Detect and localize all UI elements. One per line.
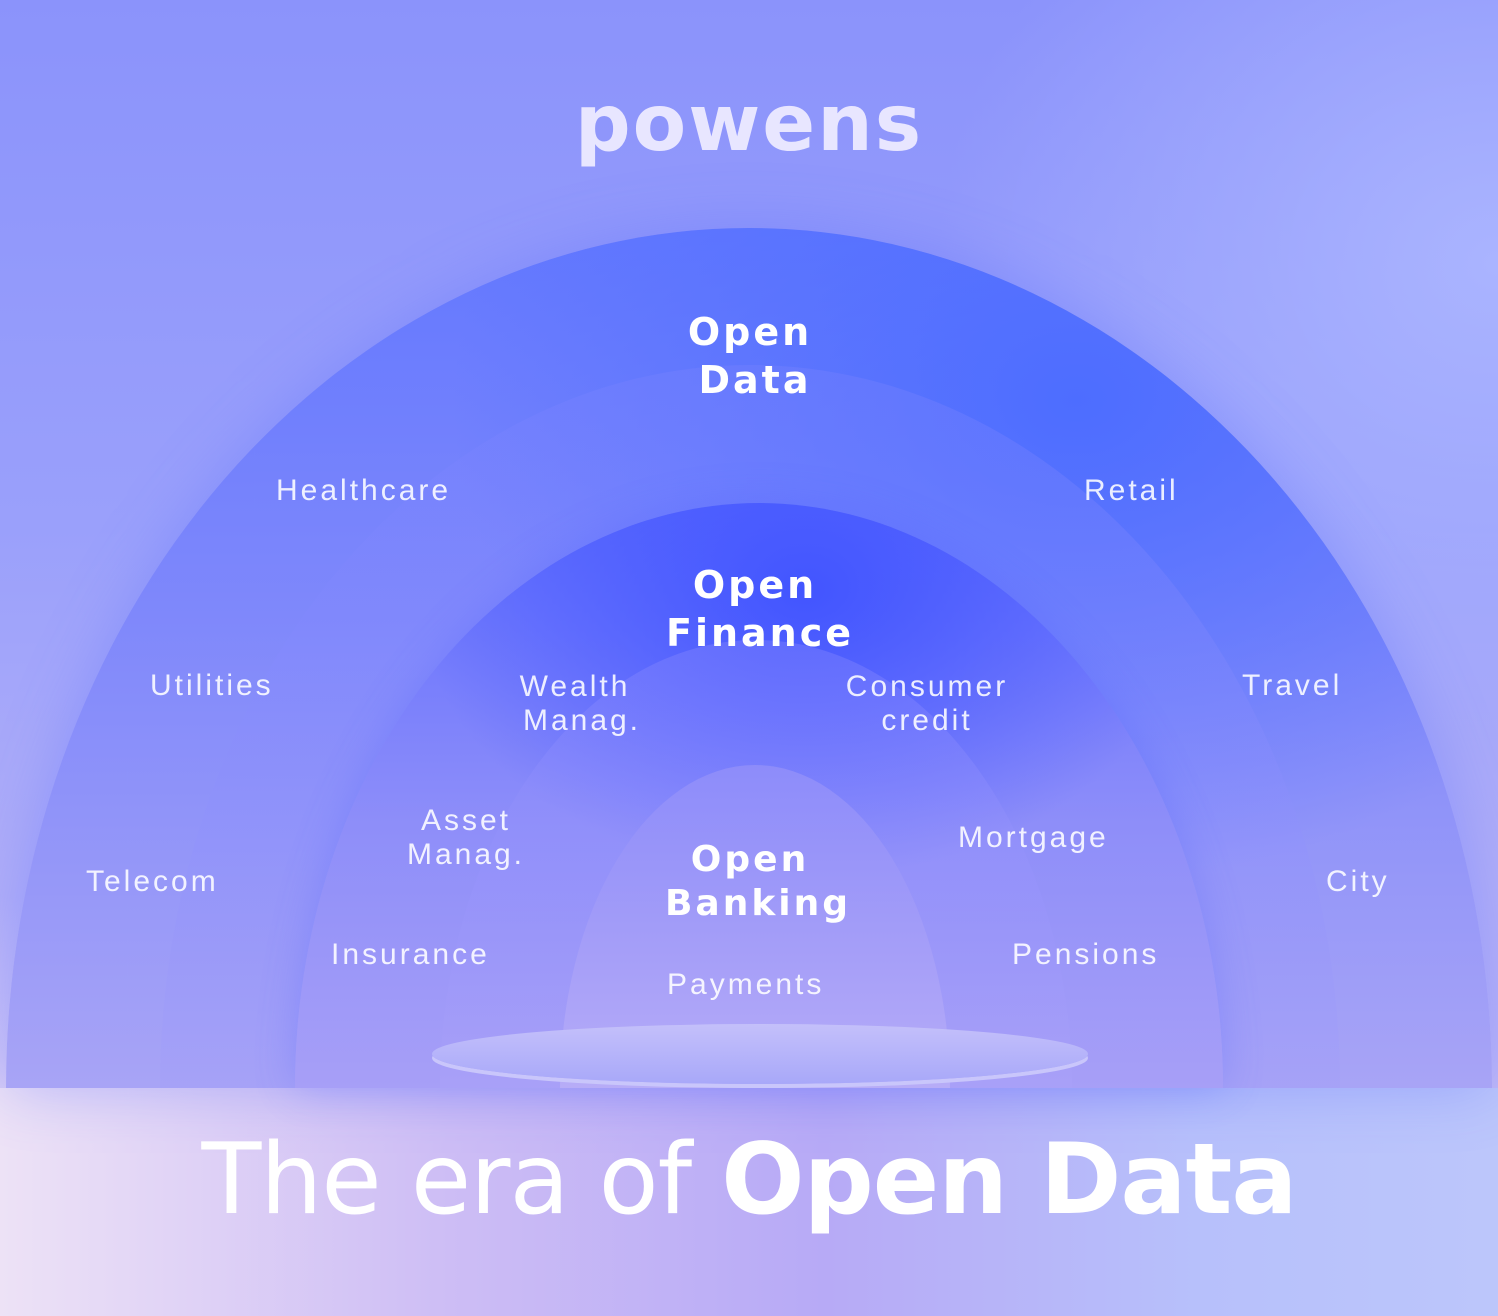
sector-city: City — [1326, 865, 1390, 898]
floor — [0, 1088, 1498, 1316]
sector-asset-line2: Manag. — [406, 838, 526, 871]
tagline-light: The era of — [201, 1123, 722, 1237]
sector-asset-line1: Asset — [420, 804, 512, 837]
sector-consumer-credit: Consumer credit — [832, 670, 1022, 738]
sector-healthcare: Healthcare — [276, 474, 452, 507]
sector-travel: Travel — [1242, 669, 1343, 702]
sector-asset-management: Asset Manag. — [396, 804, 536, 872]
tagline: The era of Open Data — [0, 1120, 1498, 1240]
tagline-bold: Open Data — [721, 1123, 1297, 1237]
podium-top — [432, 1024, 1088, 1084]
sector-insurance: Insurance — [331, 938, 490, 971]
sector-wealth-management: Wealth Manag. — [512, 670, 652, 738]
open-data-heading-line1: Open — [687, 310, 813, 354]
sector-payments: Payments — [667, 968, 825, 1001]
sector-utilities: Utilities — [150, 669, 274, 702]
open-banking-heading-line2: Banking — [664, 883, 852, 924]
powens-logo: powens — [0, 79, 1498, 178]
podium — [432, 1024, 1088, 1180]
open-banking-heading: Open Banking — [648, 838, 868, 926]
open-banking-heading-line1: Open — [690, 839, 810, 880]
sector-telecom: Telecom — [86, 865, 219, 898]
powens-logo-icon: powens — [575, 79, 923, 169]
sector-wealth-line2: Manag. — [522, 704, 642, 737]
sector-wealth-line1: Wealth — [519, 670, 631, 703]
svg-text:powens: powens — [575, 88, 923, 169]
sector-consumer-credit-line2: credit — [881, 704, 973, 737]
open-finance-heading-line1: Open — [692, 563, 818, 607]
open-data-heading: Open Data — [650, 308, 850, 404]
open-finance-heading-line2: Finance — [665, 611, 855, 655]
sector-retail: Retail — [1084, 474, 1179, 507]
open-finance-heading: Open Finance — [640, 561, 870, 657]
sector-mortgage: Mortgage — [958, 821, 1109, 854]
open-data-heading-line2: Data — [698, 358, 812, 402]
sector-pensions: Pensions — [1012, 938, 1160, 971]
sector-consumer-credit-line1: Consumer — [845, 670, 1009, 703]
